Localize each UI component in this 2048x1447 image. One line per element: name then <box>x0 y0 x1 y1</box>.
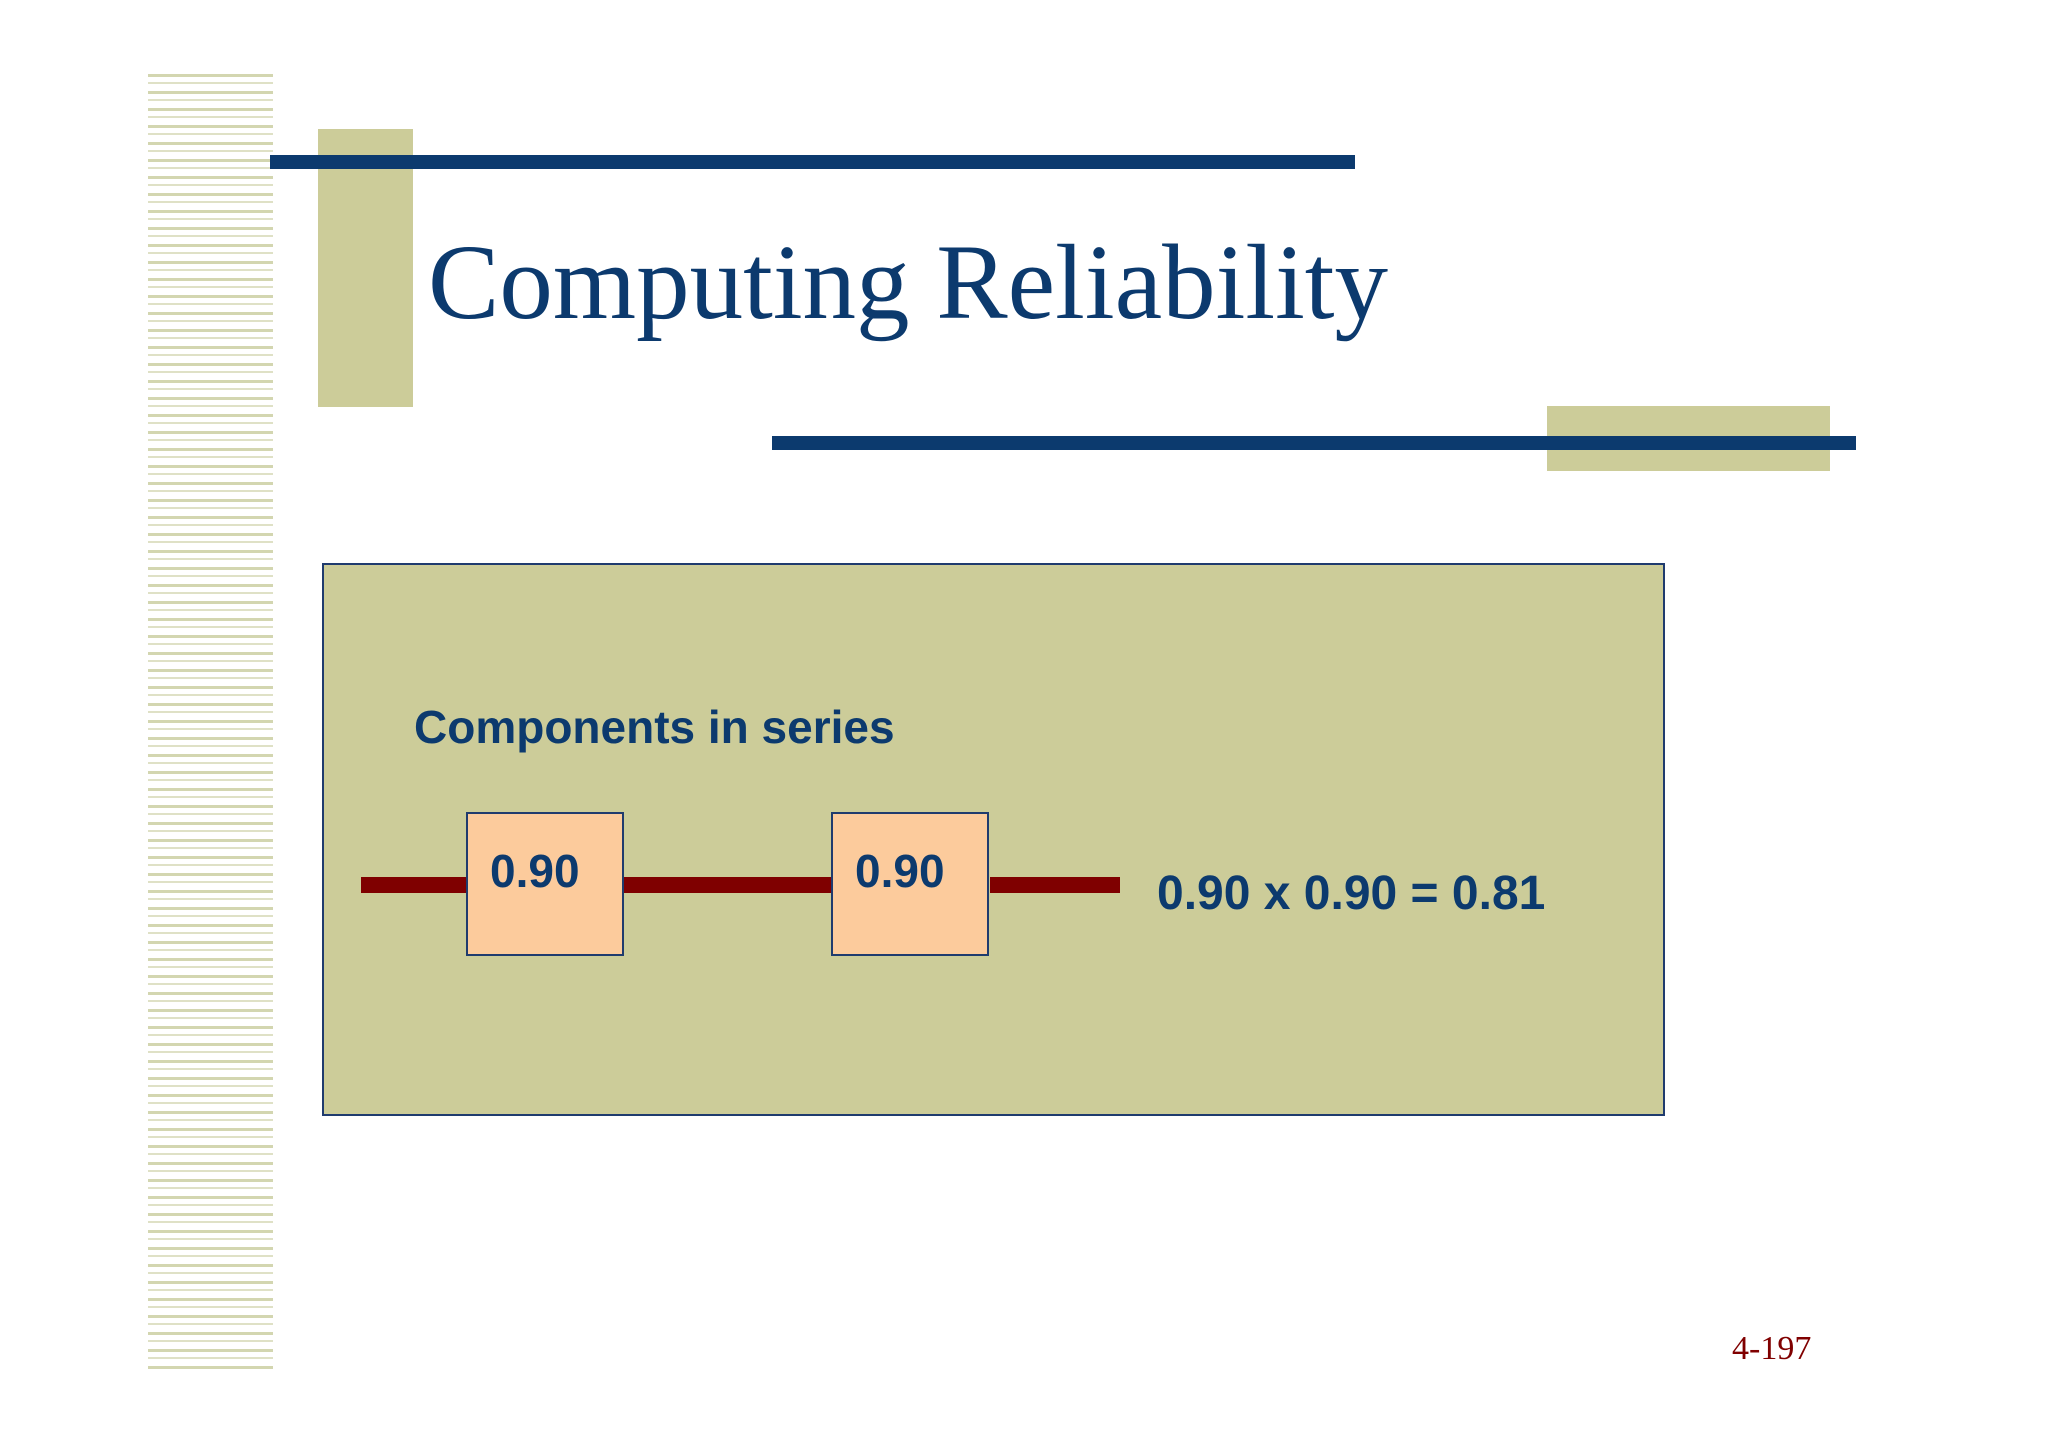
component-box: 0.90 <box>466 812 624 956</box>
page-number: 4-197 <box>1732 1330 1812 1367</box>
top-rule <box>270 155 1355 169</box>
component-box: 0.90 <box>831 812 989 956</box>
decorative-stripes <box>148 74 273 1370</box>
bottom-rule <box>772 436 1856 450</box>
wire-segment <box>624 877 834 893</box>
component-reliability: 0.90 <box>490 845 580 897</box>
diagram-heading: Components in series <box>414 701 895 753</box>
wire-segment <box>361 877 468 893</box>
reliability-equation: 0.90 x 0.90 = 0.81 <box>1157 867 1546 920</box>
component-reliability: 0.90 <box>855 845 945 897</box>
page-title: Computing Reliability <box>428 224 1389 342</box>
title-accent-block <box>318 129 413 407</box>
wire-segment <box>990 877 1120 893</box>
